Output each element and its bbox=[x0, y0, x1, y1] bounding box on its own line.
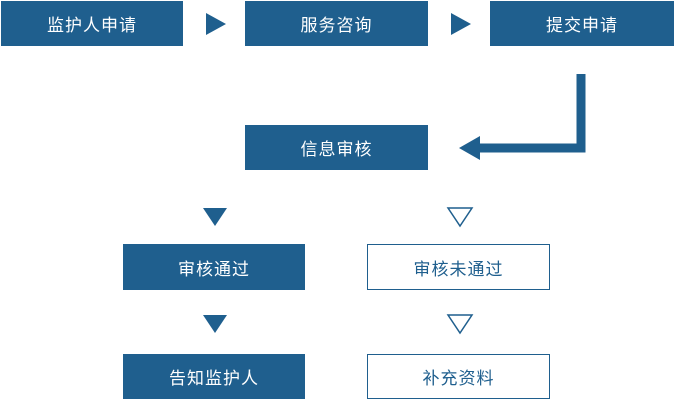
elbow-connector-line bbox=[478, 74, 586, 153]
step-label: 补充资料 bbox=[422, 369, 495, 389]
step-label: 告知监护人 bbox=[169, 369, 259, 389]
arrow-down-filled-icon bbox=[203, 208, 227, 226]
arrow-down-outline-icon bbox=[446, 314, 474, 335]
elbow-arrowhead-icon bbox=[459, 136, 480, 160]
step-review-passed: 审核通过 bbox=[123, 244, 305, 290]
step-label: 提交申请 bbox=[546, 16, 618, 36]
step-info-review: 信息审核 bbox=[245, 125, 428, 170]
arrow-down-outline-icon bbox=[446, 207, 474, 228]
step-guardian-apply: 监护人申请 bbox=[1, 1, 183, 46]
step-review-failed: 审核未通过 bbox=[367, 244, 550, 290]
step-notify-guardian: 告知监护人 bbox=[123, 354, 305, 399]
arrow-right-icon bbox=[451, 13, 471, 35]
step-service-consult: 服务咨询 bbox=[245, 1, 428, 46]
step-label: 审核通过 bbox=[178, 259, 250, 280]
step-label: 服务咨询 bbox=[300, 16, 373, 36]
step-supplement-docs: 补充资料 bbox=[367, 354, 550, 399]
arrow-right-icon bbox=[206, 13, 226, 35]
step-label: 监护人申请 bbox=[47, 16, 137, 36]
arrow-down-filled-icon bbox=[203, 315, 227, 333]
step-label: 审核未通过 bbox=[413, 259, 504, 280]
step-label: 信息审核 bbox=[300, 140, 373, 160]
step-submit-apply: 提交申请 bbox=[490, 1, 674, 46]
